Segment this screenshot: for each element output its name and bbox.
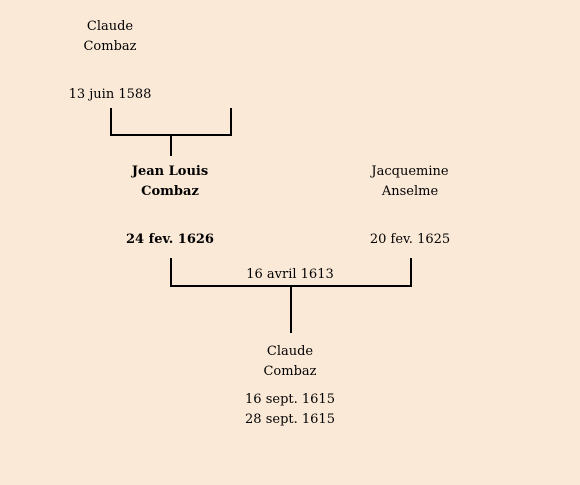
child-death-date: 28 sept. 1615	[245, 412, 335, 427]
spouse-last-name: Anselme	[381, 184, 439, 199]
father-descent-line	[170, 134, 172, 156]
marriage-date: 16 avril 1613	[246, 267, 334, 282]
marriage-descent-line	[290, 285, 292, 333]
father-bracket-left	[110, 108, 112, 136]
subject-death-date: 24 fev. 1626	[126, 232, 214, 247]
subject-first-name: Jean Louis	[131, 164, 209, 179]
subject-last-name: Combaz	[141, 184, 199, 199]
father-bracket-right	[230, 108, 232, 136]
child-first-name: Claude	[266, 344, 314, 359]
marriage-bracket-right	[410, 258, 412, 287]
father-first-name: Claude	[86, 19, 134, 34]
father-date: 13 juin 1588	[68, 87, 152, 102]
marriage-bracket-left	[170, 258, 172, 287]
father-last-name: Combaz	[83, 39, 137, 54]
spouse-first-name: Jacquemine	[371, 164, 449, 179]
child-last-name: Combaz	[263, 364, 317, 379]
spouse-death-date: 20 fev. 1625	[369, 232, 451, 247]
child-birth-date: 16 sept. 1615	[245, 392, 335, 407]
